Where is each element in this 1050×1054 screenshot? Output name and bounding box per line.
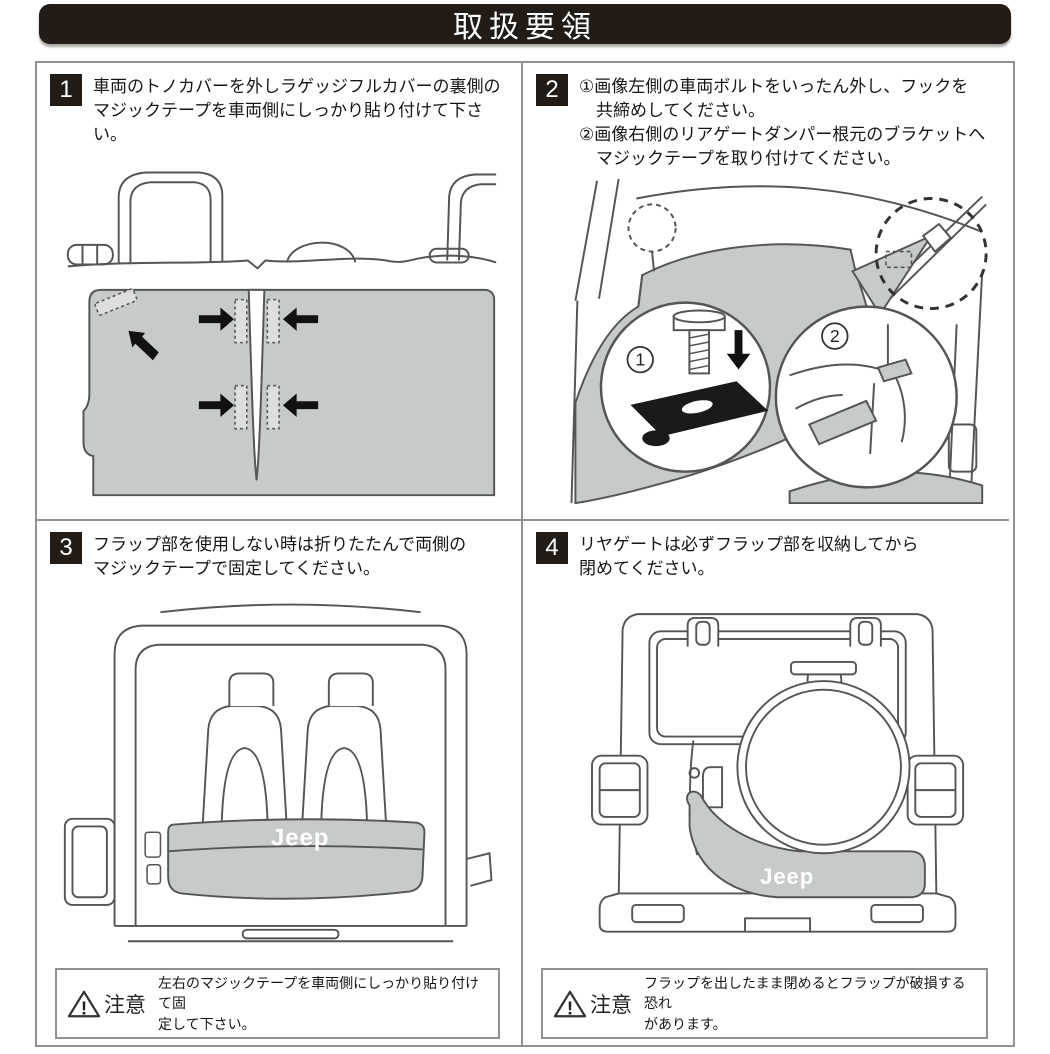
instruction-grid: 1 車両のトノカバーを外しラゲッジフルカバーの裏側の マジックテープを車両側にし…: [35, 61, 1015, 1047]
down-arrow-icon: [726, 329, 750, 369]
warning-triangle-icon: !: [67, 990, 101, 1018]
warning-word: 注意: [104, 993, 146, 1017]
step-instruction: フラップ部を使用しない時は折りたたんで両側の マジックテープで固定してください。: [93, 535, 467, 579]
panel-2: 2 ①画像左側の車両ボルトをいったん外し、フックを 共締めしてください。 ②画像…: [523, 63, 1009, 521]
warning-message: 左右のマジックテープを車両側にしっかり貼り付けて固 定して下さい。: [158, 975, 480, 1032]
luggage-cover-shape: [82, 289, 495, 497]
panel-4: 4 リヤゲートは必ずフラップ部を収納してから 閉めてください。: [523, 521, 1009, 1045]
velcro-tape-tabs: [93, 288, 280, 430]
step-instruction: 車両のトノカバーを外しラゲッジフルカバーの裏側の マジックテープを車両側にしっか…: [93, 77, 501, 145]
step-number-badge: 1: [50, 74, 82, 106]
step-number-badge: 3: [50, 532, 82, 564]
svg-text:!: !: [81, 997, 87, 1018]
page-title: 取扱要領: [453, 11, 597, 44]
warning-word: 注意: [590, 993, 632, 1017]
warning-label: ! 注意: [553, 989, 632, 1019]
step-number-badge: 4: [536, 532, 568, 564]
warning-triangle-icon: !: [553, 990, 587, 1018]
jeep-logo: Jeep: [760, 864, 814, 889]
rear-seats: [201, 672, 387, 828]
step-instruction: ①画像左側の車両ボルトをいったん外し、フックを 共締めしてください。 ②画像右側…: [579, 77, 986, 169]
warning-box: ! 注意 フラップを出したまま閉めるとフラップが破損する恐れ があります。: [541, 968, 988, 1039]
flap-shape: [685, 790, 926, 899]
spare-tire: [735, 680, 911, 855]
panel-1: 1 車両のトノカバーを外しラゲッジフルカバーの裏側の マジックテープを車両側にし…: [37, 63, 523, 521]
rear-gate-exterior-illustration: Jeep: [590, 613, 964, 933]
warning-message: フラップを出したまま閉めるとフラップが破損する恐れ があります。: [644, 975, 966, 1032]
panel-1-header: 1 車両のトノカバーを外しラゲッジフルカバーの裏側の マジックテープを車両側にし…: [50, 74, 511, 147]
callout-2-number: 2: [829, 325, 839, 345]
warning-label: ! 注意: [67, 989, 146, 1019]
gate-bolt-bracket-illustration: 1 2: [569, 178, 988, 504]
bolt-location-dashed-circle: [626, 202, 677, 253]
svg-text:!: !: [567, 997, 573, 1018]
title-banner: 取扱要領: [39, 4, 1011, 44]
callout-bracket: 2: [774, 304, 958, 489]
seat-back-cover-illustration: [66, 171, 496, 497]
jeep-logo: Jeep: [270, 825, 328, 852]
panel-3: 3 フラップ部を使用しない時は折りたたんで両側の マジックテープで固定してくださ…: [37, 521, 523, 1045]
step-instruction: リヤゲートは必ずフラップ部を収納してから 閉めてください。: [579, 535, 919, 579]
panel-3-header: 3 フラップ部を使用しない時は折りたたんで両側の マジックテープで固定してくださ…: [50, 532, 511, 581]
callout-1-number: 1: [635, 349, 645, 369]
damper-location-dashed-circle: [874, 196, 988, 310]
callout-bolt: 1: [599, 300, 771, 473]
folded-flap-illustration: Jeep: [63, 603, 492, 943]
panel-2-header: 2 ①画像左側の車両ボルトをいったん外し、フックを 共締めしてください。 ②画像…: [536, 74, 999, 172]
folded-cover-shape: [166, 818, 425, 900]
arrow-icon: [127, 307, 318, 418]
step-number-badge: 2: [536, 74, 568, 106]
panel-4-header: 4 リヤゲートは必ずフラップ部を収納してから 閉めてください。: [536, 532, 999, 581]
warning-box: ! 注意 左右のマジックテープを車両側にしっかり貼り付けて固 定して下さい。: [55, 968, 500, 1039]
